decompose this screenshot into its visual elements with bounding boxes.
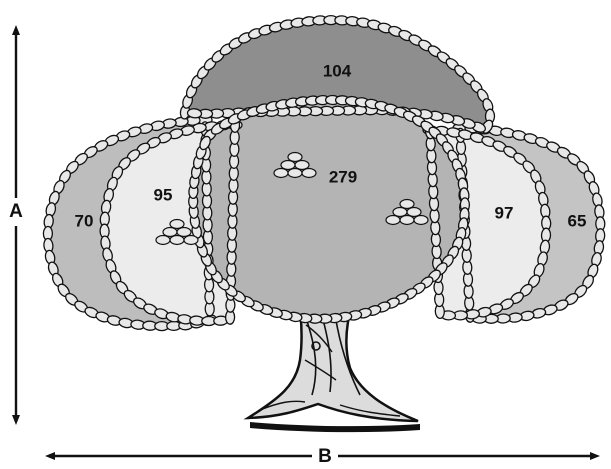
leaf-cluster-oval bbox=[273, 167, 289, 179]
leaf-cluster-oval bbox=[155, 234, 171, 246]
leaf-cluster-oval bbox=[385, 214, 401, 226]
leaf-cluster-oval bbox=[399, 198, 415, 210]
region-inner-left-label: 95 bbox=[154, 185, 173, 204]
leaf-cluster-oval bbox=[294, 159, 310, 171]
leaf-cluster-oval bbox=[406, 206, 422, 218]
region-inner-right-label: 97 bbox=[495, 203, 514, 222]
leaf-cluster-oval bbox=[176, 226, 192, 238]
region-outer-right-label: 65 bbox=[568, 211, 587, 230]
region-center-label: 279 bbox=[329, 167, 357, 186]
leaf-cluster-oval bbox=[169, 234, 185, 246]
leaf-cluster-oval bbox=[287, 151, 303, 163]
leaf-cluster-oval bbox=[301, 167, 317, 179]
region-outer-left-label: 70 bbox=[75, 211, 94, 230]
leaf-cluster-oval bbox=[413, 214, 429, 226]
leaf-cluster-oval bbox=[399, 214, 415, 226]
leaf-texture bbox=[42, 14, 606, 332]
leaf-oval bbox=[186, 108, 203, 119]
width-label: B bbox=[318, 446, 332, 467]
leaf-cluster-oval bbox=[169, 218, 185, 230]
height-label: A bbox=[9, 201, 23, 222]
leaf-oval bbox=[199, 135, 211, 151]
leaf-cluster-oval bbox=[287, 167, 303, 179]
leaf-cluster-oval bbox=[183, 234, 199, 246]
region-top-label: 104 bbox=[323, 61, 352, 80]
